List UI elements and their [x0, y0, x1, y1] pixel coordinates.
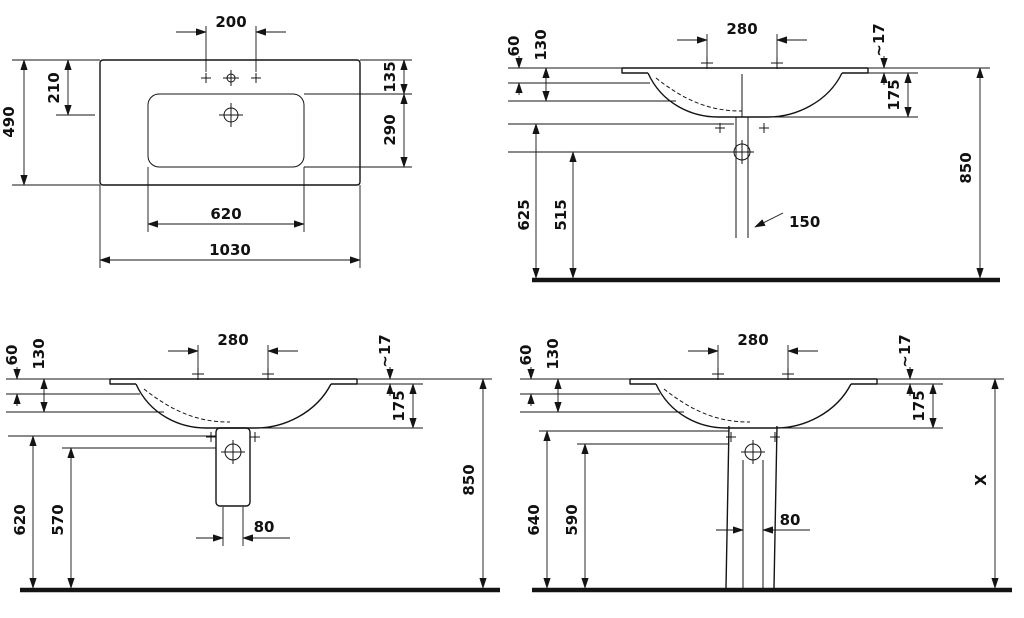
dim-pedestal-bowl-depth: 175 — [910, 390, 928, 421]
siphon-cover — [215, 427, 251, 507]
pedestal-extension-lines — [520, 345, 1004, 445]
dim-plan-width: 1030 — [209, 241, 251, 259]
pedestal-view: 60 130 280 ~17 175 X 640 590 80 — [517, 331, 1012, 593]
tap-hole-icon — [701, 57, 713, 69]
wall-dimension-lines — [515, 36, 984, 279]
dim-pedestal-height: X — [972, 474, 990, 486]
plan-fixture-outline — [99, 59, 361, 186]
pedestal-outline — [725, 425, 778, 589]
fixing-holes-icon — [206, 432, 260, 442]
dim-semi-height: 850 — [460, 464, 478, 495]
pedestal-dimension-lines — [527, 347, 999, 589]
fixing-holes-icon — [726, 432, 780, 442]
dim-semi-rim-thickness: ~17 — [376, 334, 394, 367]
tap-hole-icon — [771, 57, 783, 69]
dim-semi-drain-width: 80 — [254, 518, 275, 536]
dim-wall-height: 850 — [957, 152, 975, 183]
wall-fixture-outline — [532, 57, 1000, 283]
fixing-holes-icon — [715, 123, 769, 133]
dim-plan-basin-width: 620 — [210, 205, 241, 223]
dim-pedestal-offset-b: 130 — [544, 338, 562, 369]
dim-pedestal-tap-spacing: 280 — [737, 331, 768, 349]
tap-hole-icon — [782, 368, 794, 380]
dim-wall-bowl-depth: 175 — [885, 79, 903, 110]
dim-pedestal-trap-height: 590 — [563, 504, 581, 535]
dim-semi-offset-a: 60 — [3, 345, 21, 366]
dim-pedestal-rim-thickness: ~17 — [896, 334, 914, 367]
dim-wall-trap-height: 515 — [552, 199, 570, 230]
dim-plan-tap-spacing: 200 — [215, 13, 246, 31]
dim-semi-trap-height: 570 — [49, 504, 67, 535]
semi-extension-lines — [6, 345, 492, 546]
plan-extension-lines — [12, 26, 412, 268]
semi-fixture-outline — [20, 368, 500, 593]
dim-plan-depth: 490 — [0, 106, 18, 137]
tap-hole-icon — [712, 368, 724, 380]
dim-wall-offset-a: 60 — [505, 36, 523, 57]
dim-pedestal-outlet-height: 640 — [525, 504, 543, 535]
tap-hole-left-icon — [201, 73, 211, 83]
dim-pedestal-offset-a: 60 — [517, 345, 535, 366]
dim-plan-basin-depth: 290 — [381, 114, 399, 145]
dim-wall-rim-thickness: ~17 — [870, 23, 888, 56]
wall-mounted-view: 60 130 280 ~17 175 850 625 515 150 — [505, 20, 1000, 283]
tap-hole-icon — [262, 368, 274, 380]
dim-pedestal-drain-width: 80 — [780, 511, 801, 529]
tap-hole-icon — [192, 368, 204, 380]
dim-semi-outlet-height: 620 — [11, 504, 29, 535]
dim-plan-rear-to-drain: 210 — [45, 72, 63, 103]
dim-wall-tap-spacing: 280 — [726, 20, 757, 38]
semi-dimension-lines — [13, 347, 487, 589]
pedestal-fixture-outline — [532, 368, 1012, 593]
drain-pipe — [735, 117, 749, 238]
dim-plan-rear-ledge: 135 — [381, 61, 399, 92]
plan-dimension-lines — [20, 28, 408, 264]
semi-pedestal-view: 60 130 280 ~17 175 850 620 570 80 — [3, 331, 500, 593]
dim-wall-outlet-height: 625 — [515, 199, 533, 230]
tap-hole-right-icon — [251, 73, 261, 83]
pedestal-inner-lines — [742, 460, 764, 588]
dim-semi-bowl-depth: 175 — [390, 390, 408, 421]
dim-wall-drain-offset: 150 — [789, 213, 820, 231]
wall-extension-lines — [508, 34, 990, 153]
plan-view: 200 490 210 135 290 620 1030 — [0, 13, 412, 268]
dim-semi-offset-b: 130 — [30, 338, 48, 369]
dim-wall-offset-b: 130 — [532, 29, 550, 60]
dim-semi-tap-spacing: 280 — [217, 331, 248, 349]
